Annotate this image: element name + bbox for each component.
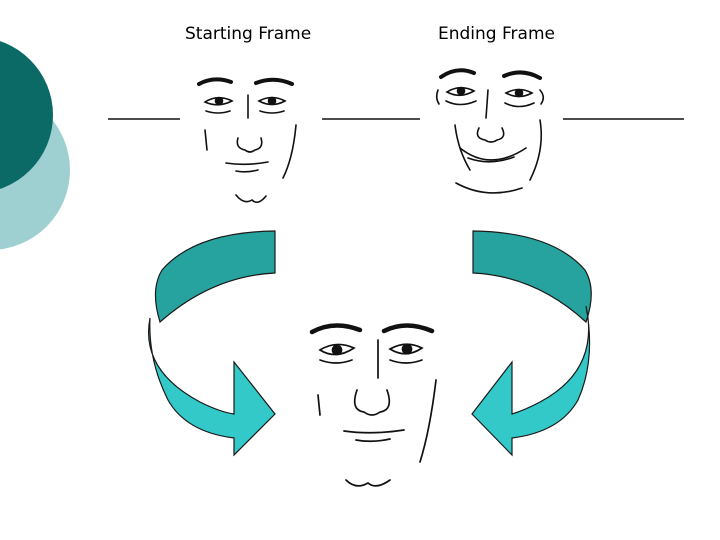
left-curved-arrow bbox=[148, 230, 276, 457]
corner-decoration bbox=[0, 41, 70, 250]
right-arrow-head bbox=[471, 305, 591, 457]
ending-frame-label: Ending Frame bbox=[438, 24, 555, 44]
right-arrow-top-band bbox=[472, 230, 592, 324]
right-curved-arrow bbox=[471, 230, 592, 457]
left-arrow-head bbox=[148, 317, 276, 457]
end-face-icon bbox=[435, 68, 545, 194]
start-face-icon bbox=[197, 77, 297, 204]
deco-circle-dark bbox=[0, 41, 53, 189]
result-face-icon bbox=[309, 323, 437, 487]
left-arrow-top-band bbox=[154, 230, 276, 324]
starting-frame-label: Starting Frame bbox=[185, 24, 312, 44]
